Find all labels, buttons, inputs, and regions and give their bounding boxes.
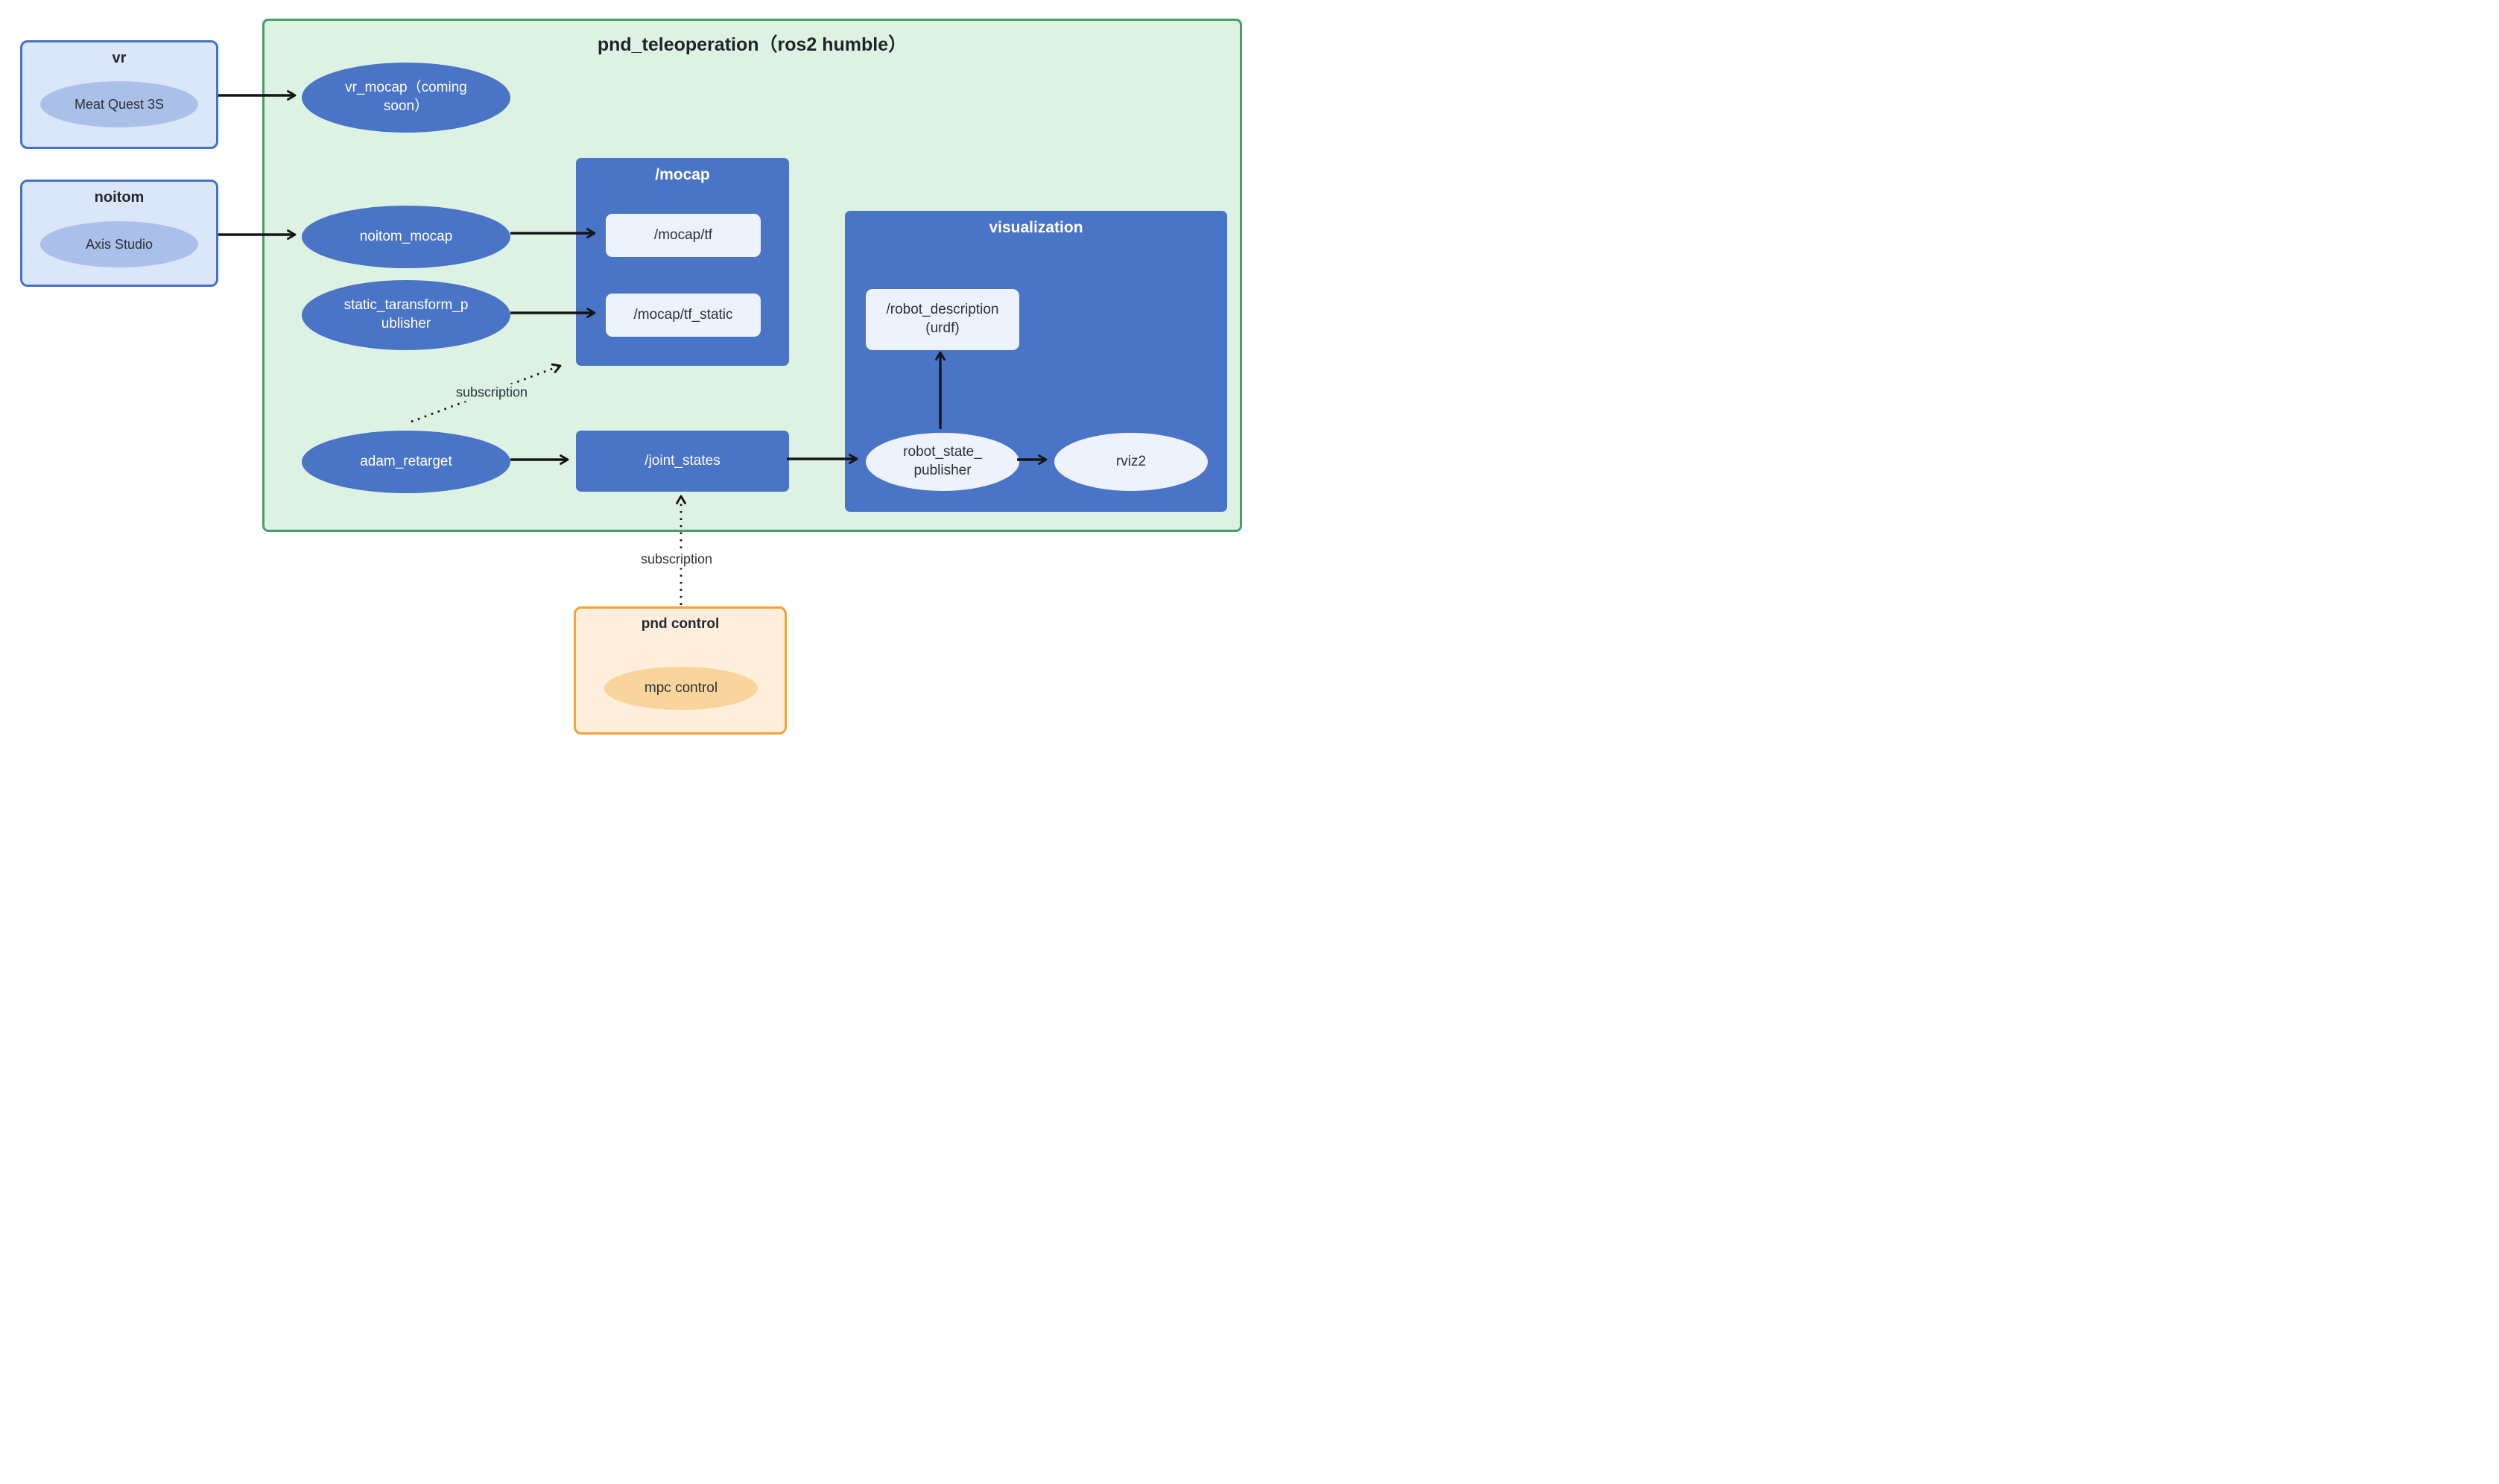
visualization-title: visualization <box>989 219 1083 236</box>
noitom-device-node: Axis Studio <box>40 221 198 267</box>
node-adam-retarget: adam_retarget <box>302 431 510 493</box>
node-rviz2: rviz2 <box>1054 433 1208 491</box>
node-noitom-mocap: noitom_mocap <box>302 206 510 268</box>
pnd-control-title: pnd control <box>641 616 720 632</box>
visualization-group: visualization /robot_description (urdf) … <box>845 211 1227 512</box>
topic-joint-states: /joint_states <box>576 431 789 492</box>
topic-robot-description: /robot_description (urdf) <box>866 289 1019 350</box>
teleoperation-container: pnd_teleoperation（ros2 humble） vr_mocap（… <box>262 19 1242 532</box>
vr-group-box: vr Meat Quest 3S <box>20 40 218 149</box>
diagram-canvas: vr Meat Quest 3S noitom Axis Studio pnd_… <box>0 0 1250 742</box>
topic-mocap-tf-static: /mocap/tf_static <box>606 294 761 337</box>
subscription-label-mocap: subscription <box>450 384 533 402</box>
pnd-control-box: pnd control mpc control <box>574 606 787 735</box>
vr-device-node: Meat Quest 3S <box>40 81 198 127</box>
mocap-group-title: /mocap <box>655 166 710 183</box>
node-vr-mocap: vr_mocap（coming soon） <box>302 63 510 133</box>
vr-group-title: vr <box>112 50 127 66</box>
noitom-group-box: noitom Axis Studio <box>20 180 218 287</box>
noitom-group-title: noitom <box>94 189 145 206</box>
subscription-label-joint-states: subscription <box>635 551 718 568</box>
teleoperation-title: pnd_teleoperation（ros2 humble） <box>597 34 908 55</box>
topic-mocap-tf: /mocap/tf <box>606 214 761 257</box>
node-static-transform-publisher: static_taransform_p ublisher <box>302 280 510 350</box>
node-mpc-control: mpc control <box>604 667 758 710</box>
node-robot-state-publisher: robot_state_ publisher <box>866 433 1019 491</box>
mocap-topic-group: /mocap /mocap/tf /mocap/tf_static <box>576 158 789 366</box>
